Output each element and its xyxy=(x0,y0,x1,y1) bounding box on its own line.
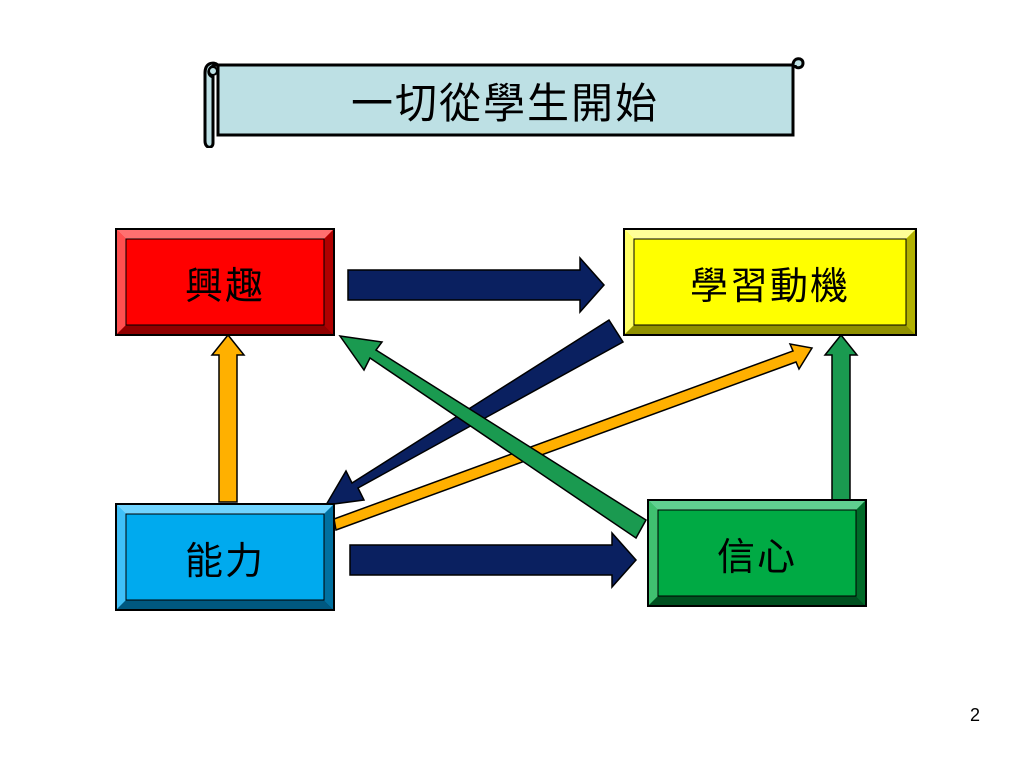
arrow-confidence-to-motivation xyxy=(823,333,859,503)
arrow-ability-to-confidence xyxy=(349,531,638,589)
node-confidence xyxy=(647,499,867,607)
node-motivation-label: 學習動機 xyxy=(689,263,850,308)
page-title: 一切從學生開始 xyxy=(350,78,659,128)
node-confidence-label: 信心 xyxy=(716,534,797,579)
node-interest-label: 興趣 xyxy=(184,263,265,308)
node-ability xyxy=(115,503,335,611)
node-interest xyxy=(115,228,335,336)
node-ability-label: 能力 xyxy=(184,538,265,583)
arrow-ability-to-motivation xyxy=(333,343,814,532)
page-number: 2 xyxy=(969,705,980,725)
arrow-interest-to-motivation xyxy=(347,256,606,314)
node-motivation xyxy=(623,228,917,336)
title-scroll-banner xyxy=(203,57,805,148)
arrow-confidence-to-interest xyxy=(338,335,648,540)
arrow-ability-to-interest xyxy=(210,333,246,503)
